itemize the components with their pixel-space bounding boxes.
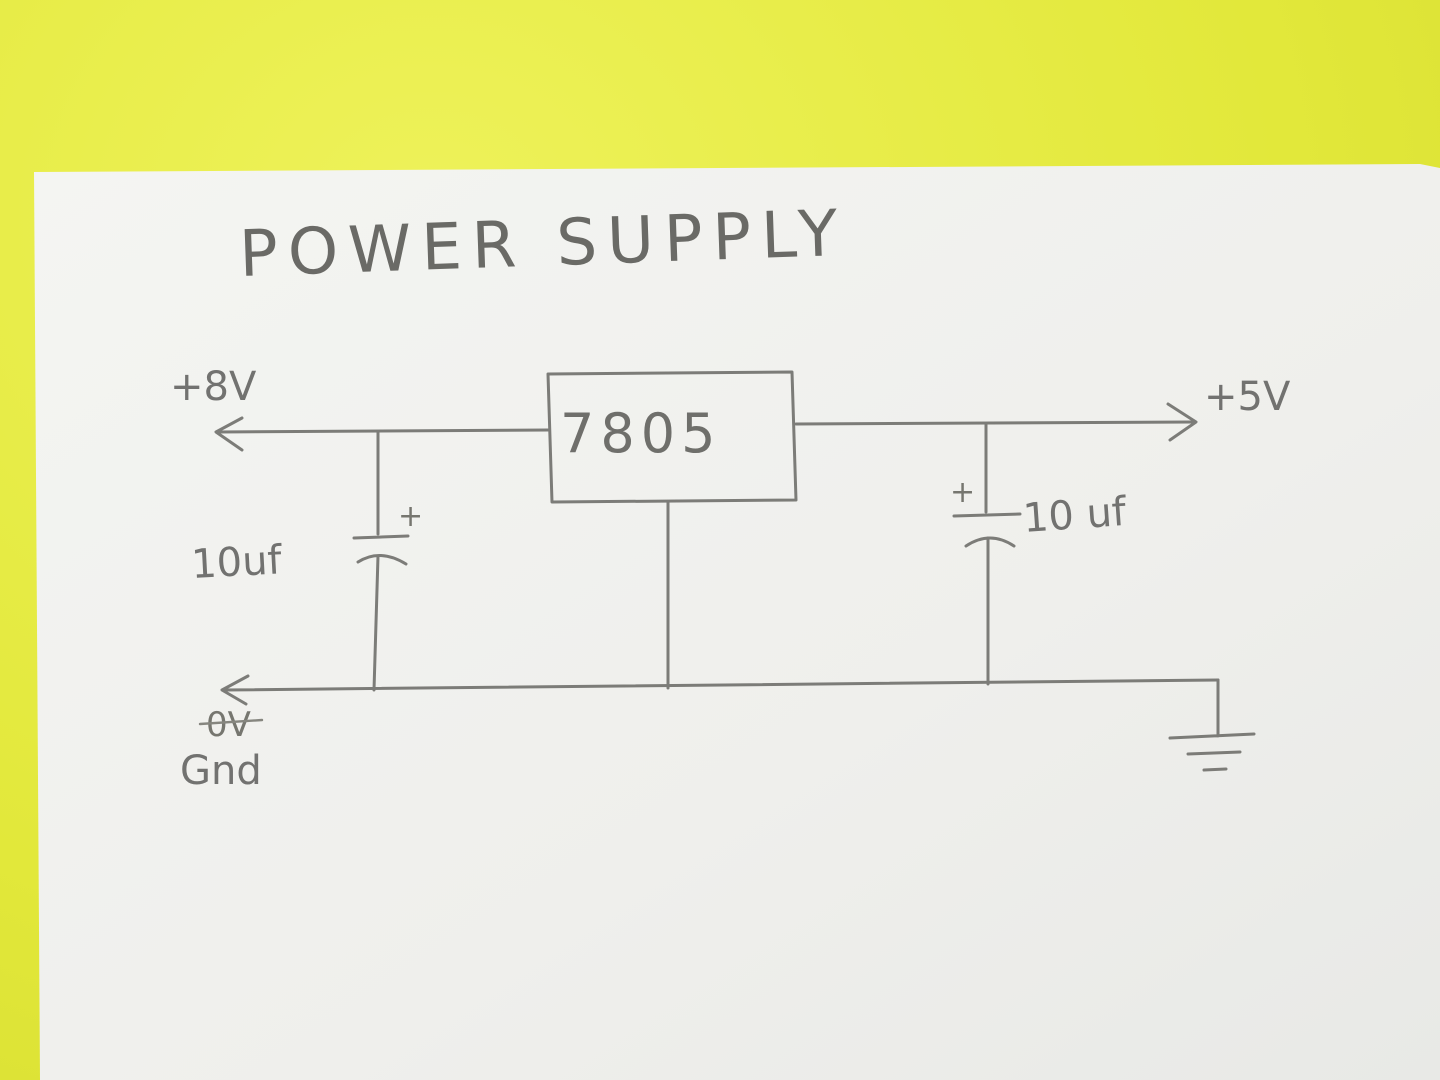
output-wire (794, 420, 1194, 426)
output-cap-plate-negative (964, 536, 1016, 548)
input-arrow (214, 416, 244, 452)
output-cap-plate-positive (952, 512, 1022, 518)
output-voltage-label: +5V (1204, 374, 1291, 420)
regulator-box (546, 370, 798, 504)
ground-arrow (220, 674, 250, 706)
output-cap-polarity: + (950, 475, 975, 510)
paper-surface (34, 164, 1440, 1080)
input-cap-bottom-lead (372, 554, 380, 692)
input-wire (216, 428, 550, 434)
strikethrough-mark (198, 718, 264, 726)
regulator-label: 7805 (560, 402, 721, 465)
earth-symbol (1168, 678, 1256, 772)
input-voltage-label: +8V (170, 364, 257, 410)
input-cap-plate-negative (356, 554, 408, 566)
input-cap-polarity: + (398, 499, 423, 534)
output-cap-label: 10 uf (1021, 489, 1128, 542)
input-cap-label: 10uf (190, 537, 284, 588)
ground-struck-label: 0V (206, 705, 251, 745)
output-arrow (1166, 402, 1198, 442)
ground-label: Gnd (180, 748, 262, 794)
ground-rail (222, 678, 1220, 692)
input-cap-plate-positive (352, 534, 410, 540)
